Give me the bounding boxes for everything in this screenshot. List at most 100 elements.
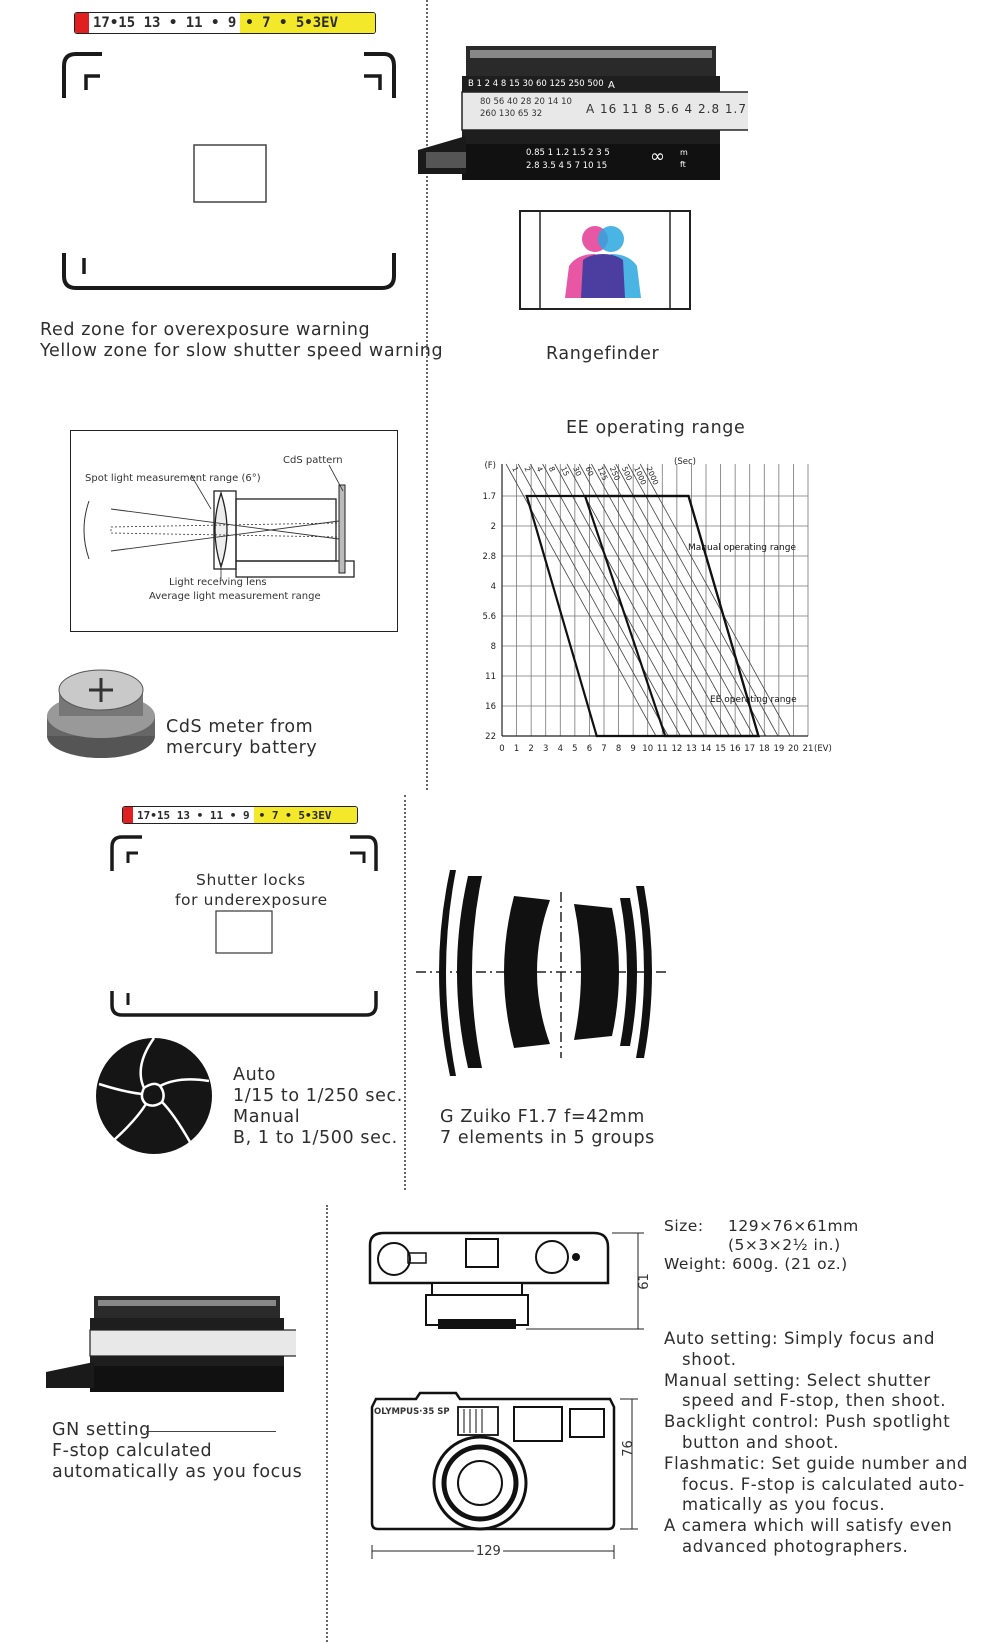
x-tick-label: 2 xyxy=(528,744,533,754)
finder-caption-1: Red zone for overexposure warning xyxy=(40,320,371,340)
manual-range-label: Manual operating range xyxy=(688,543,796,553)
feature-line: A camera which will satisfy even xyxy=(664,1516,953,1536)
column-divider-bottom xyxy=(326,1205,328,1642)
x-tick-label: 12 xyxy=(671,744,682,754)
rangefinder-illustration xyxy=(519,210,691,310)
speed-tick-label: 8 xyxy=(547,465,557,473)
speed-tick-label: 500 xyxy=(620,465,634,482)
label-cds-pattern: CdS pattern xyxy=(283,455,343,466)
rangefinder-caption: Rangefinder xyxy=(546,344,660,364)
x-tick-label: 20 xyxy=(788,744,799,754)
label-spot-range: Spot light measurement range (6°) xyxy=(85,473,261,484)
size-inches: (5×3×2½ in.) xyxy=(728,1236,841,1254)
feature-line: Backlight control: Push spotlight xyxy=(664,1412,951,1432)
shutter-speed-line xyxy=(591,463,742,737)
shutter-speed-line xyxy=(603,463,754,737)
aperture-row: A 16 11 8 5.6 4 2.8 1.7 xyxy=(586,102,747,116)
ee-range-label: EE operating range xyxy=(710,695,797,705)
speed-tick-label: 60 xyxy=(583,465,595,478)
finder2-caption-2: for underexposure xyxy=(175,891,328,909)
shutter-caption-4: B, 1 to 1/500 sec. xyxy=(233,1128,398,1148)
label-average-range: Average light measurement range xyxy=(149,591,321,602)
ev-scale-top: 17•15 13 • 11 • 9 • 7 • 5•3EV xyxy=(74,12,376,34)
x-tick-label: 17 xyxy=(744,744,755,754)
label-light-lens: Light receiving lens xyxy=(169,577,267,588)
gn-caption-2: F-stop calculated xyxy=(52,1441,213,1461)
shutter-speed-line xyxy=(554,463,706,737)
feature-line: focus. F-stop is calculated auto- xyxy=(682,1474,965,1494)
x-tick-label: 11 xyxy=(657,744,668,754)
y-tick-label: 5.6 xyxy=(482,612,496,622)
feature-line: button and shoot. xyxy=(682,1432,840,1452)
y-tick-label: 2 xyxy=(491,522,496,532)
infinity-mark: ∞ xyxy=(650,146,665,167)
speed-tick-label: 125 xyxy=(596,465,610,482)
shutter-speed-line xyxy=(639,463,791,737)
x-tick-label: 5 xyxy=(572,744,577,754)
shutter-speed-line xyxy=(542,463,693,737)
meters-mark: m xyxy=(680,148,688,157)
lens-barrel-bottom xyxy=(46,1292,296,1396)
shutter-speed-line xyxy=(530,463,681,737)
x-tick-label: 9 xyxy=(630,744,635,754)
lens-caption-2: 7 elements in 5 groups xyxy=(440,1128,655,1148)
gn-caption-rule xyxy=(146,1431,276,1432)
camera-front-view: OLYMPUS·35 SP 129 76 xyxy=(366,1385,656,1635)
specs-block: Size: 129×76×61mm (5×3×2½ in.) Weight: 6… xyxy=(664,1217,859,1274)
column-divider-top xyxy=(426,0,428,790)
shutter-speed-line xyxy=(578,463,730,737)
y-tick-label: 1.7 xyxy=(482,492,496,502)
feet-row: 2.8 3.5 4 5 7 10 15 xyxy=(526,161,608,171)
speed-tick-label: 2 xyxy=(522,465,532,473)
battery-caption-1: CdS meter from xyxy=(166,717,314,737)
shutter-caption-3: Manual xyxy=(233,1107,301,1127)
shutter-caption-2: 1/15 to 1/250 sec. xyxy=(233,1086,403,1106)
shutter-blades-illustration xyxy=(96,1037,212,1154)
feature-line: matically as you focus. xyxy=(682,1495,886,1515)
mode-letter: A xyxy=(608,80,615,91)
feet-mark: ft xyxy=(680,160,686,169)
x-tick-label: 1 xyxy=(514,744,519,754)
viewfinder-frame-top xyxy=(62,52,396,290)
shutter-speed-line xyxy=(627,463,779,737)
x-tick-label: 14 xyxy=(701,744,712,754)
feature-line: Flashmatic: Set guide number and xyxy=(664,1453,968,1473)
gn-caption-1: GN setting xyxy=(52,1420,151,1440)
weight-row: Weight: 600g. (21 oz.) xyxy=(664,1255,848,1273)
lens-elements-illustration xyxy=(416,870,666,1076)
y-tick-label: 16 xyxy=(485,702,496,712)
ee-range-polygon xyxy=(583,494,760,738)
gn-row-2: 260 130 65 32 xyxy=(480,109,543,119)
x-tick-label: 8 xyxy=(616,744,621,754)
scale-white-part: 17•15 13 • 11 • 9 xyxy=(89,13,241,33)
speed-tick-label: 250 xyxy=(608,465,622,482)
shutter-speed-line xyxy=(566,463,718,737)
x-tick-label: 18 xyxy=(759,744,770,754)
red-zone xyxy=(75,13,89,33)
mercury-battery-illustration xyxy=(47,669,155,758)
x-axis-label: (EV) xyxy=(814,744,832,754)
shutter-speed-line xyxy=(517,463,669,737)
battery-caption-2: mercury battery xyxy=(166,738,318,758)
y-tick-label: 2.8 xyxy=(482,552,496,562)
scale-white-part-2: 17•15 13 • 11 • 9 xyxy=(133,807,254,823)
viewfinder-frame-middle xyxy=(110,835,378,1017)
feature-line: Auto setting: Simply focus and xyxy=(664,1329,936,1348)
x-tick-label: 10 xyxy=(642,744,653,754)
y-axis-label: (F) xyxy=(484,461,496,471)
cds-diagram: CdS pattern Spot light measurement range… xyxy=(70,430,398,632)
speed-tick-label: 1 xyxy=(510,465,520,473)
speed-tick-label: 15 xyxy=(559,465,571,478)
finder2-caption-1: Shutter locks xyxy=(196,871,306,889)
y-tick-label: 8 xyxy=(491,642,496,652)
chart-title: EE operating range xyxy=(566,418,746,438)
gn-caption-3: automatically as you focus xyxy=(52,1462,303,1482)
speed-tick-label: 4 xyxy=(535,465,545,473)
lens-barrel-top: B 1 2 4 8 15 30 60 125 250 500 A 80 56 4… xyxy=(418,40,748,190)
y-tick-label: 4 xyxy=(491,582,496,592)
x-tick-label: 0 xyxy=(499,744,504,754)
speed-row: B 1 2 4 8 15 30 60 125 250 500 xyxy=(468,79,604,89)
lens-caption-1: G Zuiko F1.7 f=42mm xyxy=(440,1107,645,1127)
